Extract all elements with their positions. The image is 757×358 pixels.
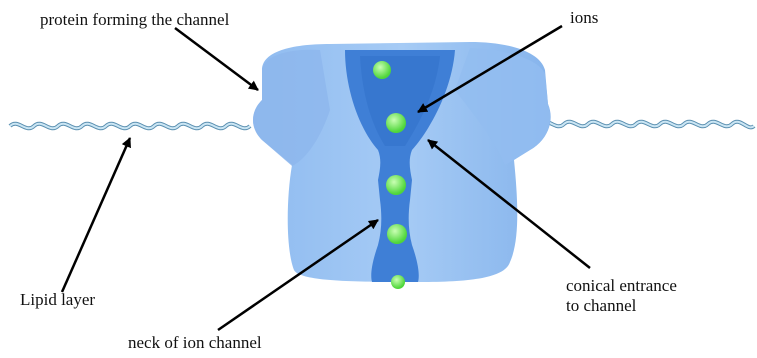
conical-entrance-label-line2: to channel xyxy=(566,296,636,316)
lipid-layer-left xyxy=(10,124,250,129)
ion xyxy=(387,224,407,244)
protein-arrow xyxy=(175,28,258,90)
lipid-arrow xyxy=(62,138,130,292)
lipid-layer-right xyxy=(540,122,754,128)
ion xyxy=(386,113,406,133)
ions-label: ions xyxy=(570,8,598,28)
ion xyxy=(386,175,406,195)
protein-label: protein forming the channel xyxy=(40,10,229,30)
lipid-layer-label: Lipid layer xyxy=(20,290,95,310)
neck-label: neck of ion channel xyxy=(128,333,262,353)
ion xyxy=(373,61,391,79)
ion xyxy=(391,275,405,289)
conical-entrance-label-line1: conical entrance xyxy=(566,276,677,296)
